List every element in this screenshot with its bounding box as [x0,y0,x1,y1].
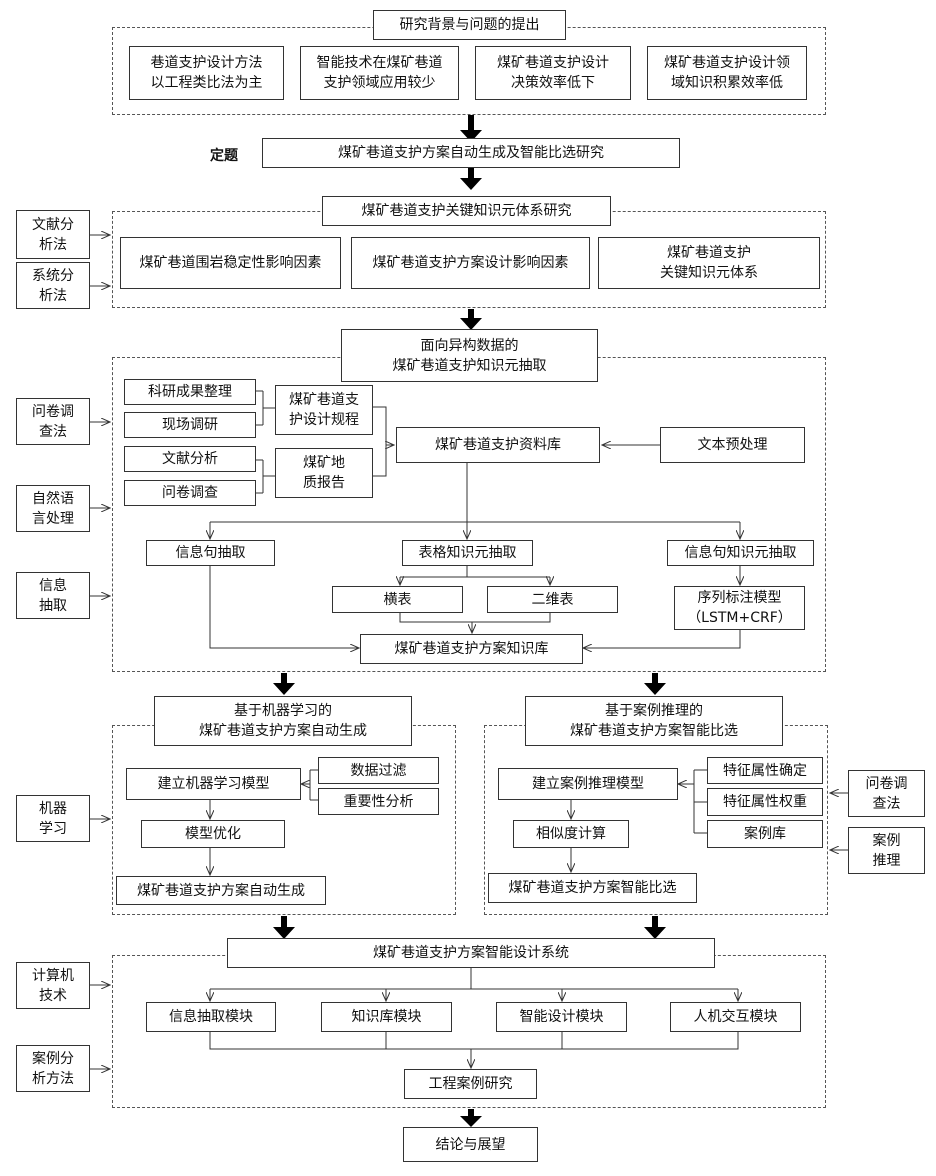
source-questionnaire: 问卷调查 [124,480,256,506]
problem-box-2: 智能技术在煤矿巷道 支护领域应用较少 [300,46,459,100]
module-info-extraction: 信息抽取模块 [146,1002,276,1032]
two-dimensional-table: 二维表 [487,586,618,613]
source-literature: 文献分析 [124,446,256,472]
scheme-auto-generation: 煤矿巷道支护方案自动生成 [116,876,326,905]
feature-attribute-determination: 特征属性确定 [707,757,823,784]
source-field-survey: 现场调研 [124,412,256,438]
model-optimization: 模型优化 [141,820,285,848]
method-case-reasoning: 案例 推理 [848,827,925,874]
method-questionnaire: 问卷调 查法 [16,398,90,445]
importance-analysis: 重要性分析 [318,788,439,815]
method-nlp: 自然语 言处理 [16,485,90,532]
case-library: 案例库 [707,820,823,848]
knowledge-system-title: 煤矿巷道支护关键知识元体系研究 [322,196,611,226]
info-sentence-extraction: 信息句抽取 [146,540,275,566]
key-knowledge-system: 煤矿巷道支护 关键知识元体系 [598,237,820,289]
data-filtering: 数据过滤 [318,757,439,784]
similarity-calculation: 相似度计算 [513,820,629,848]
problem-box-1: 巷道支护设计方法 以工程类比法为主 [129,46,284,100]
background-title: 研究背景与问题的提出 [373,10,566,40]
factor-support-design: 煤矿巷道支护方案设计影响因素 [351,237,590,289]
method-system-analysis: 系统分 析法 [16,262,90,309]
doc-geology-report: 煤矿地 质报告 [275,448,373,498]
topic-label: 定题 [210,148,238,164]
method-info-extraction: 信息 抽取 [16,572,90,619]
sequence-labeling-model: 序列标注模型 （LSTM+CRF） [674,586,805,630]
method-machine-learning: 机器 学习 [16,795,90,842]
machine-learning-title: 基于机器学习的 煤矿巷道支护方案自动生成 [154,696,412,746]
text-preprocessing: 文本预处理 [660,427,805,463]
method-literature-analysis: 文献分 析法 [16,210,90,259]
module-intelligent-design: 智能设计模块 [496,1002,627,1032]
horizontal-table: 横表 [332,586,463,613]
method-questionnaire-2: 问卷调 查法 [848,770,925,817]
method-case-analysis: 案例分 析方法 [16,1045,90,1092]
method-computer-technology: 计算机 技术 [16,962,90,1009]
module-knowledge-base: 知识库模块 [321,1002,452,1032]
build-ml-model: 建立机器学习模型 [126,768,301,800]
case-reasoning-title: 基于案例推理的 煤矿巷道支护方案智能比选 [525,696,783,746]
module-human-computer: 人机交互模块 [670,1002,801,1032]
design-system-title: 煤矿巷道支护方案智能设计系统 [227,938,715,968]
conclusion: 结论与展望 [403,1127,538,1162]
extraction-title: 面向异构数据的 煤矿巷道支护知识元抽取 [341,329,598,382]
feature-attribute-weight: 特征属性权重 [707,788,823,816]
topic-title: 煤矿巷道支护方案自动生成及智能比选研究 [262,138,680,168]
info-sentence-knowledge-extraction: 信息句知识元抽取 [667,540,814,566]
table-knowledge-extraction: 表格知识元抽取 [402,540,533,566]
build-cbr-model: 建立案例推理模型 [498,768,678,800]
support-knowledge-base: 煤矿巷道支护方案知识库 [360,634,583,664]
support-database: 煤矿巷道支护资料库 [396,427,600,463]
factor-rock-stability: 煤矿巷道围岩稳定性影响因素 [120,237,341,289]
source-research-results: 科研成果整理 [124,379,256,405]
problem-box-4: 煤矿巷道支护设计领 域知识积累效率低 [647,46,807,100]
scheme-intelligent-selection: 煤矿巷道支护方案智能比选 [488,873,697,903]
engineering-case-study: 工程案例研究 [404,1069,537,1099]
problem-box-3: 煤矿巷道支护设计 决策效率低下 [475,46,631,100]
doc-design-spec: 煤矿巷道支 护设计规程 [275,385,373,435]
